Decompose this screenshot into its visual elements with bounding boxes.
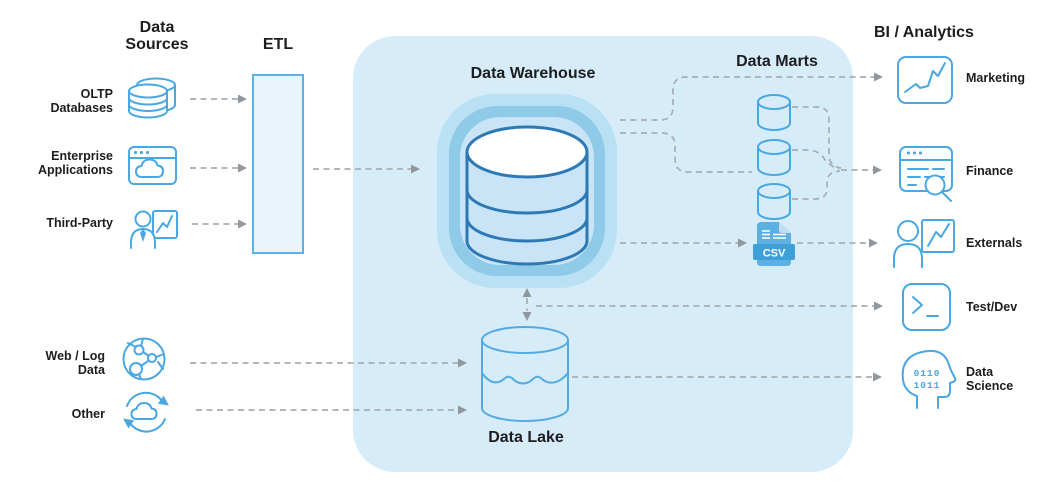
csv-file-icon: CSV xyxy=(753,222,795,266)
arrowhead-icon xyxy=(874,72,883,82)
data-marts-shapes xyxy=(757,94,791,220)
arrowhead-icon xyxy=(738,238,747,248)
mart-cylinder-1 xyxy=(757,94,791,131)
data-lake-shape xyxy=(481,326,569,422)
csv-file-lines xyxy=(762,230,786,239)
lake-cylinder-body xyxy=(481,340,569,422)
mart-cylinder-2 xyxy=(757,139,791,176)
bi-analytics-header: BI / Analytics xyxy=(874,24,974,41)
data-warehouse-title: Data Warehouse xyxy=(470,65,596,82)
arrowhead-icon xyxy=(458,358,467,368)
source-label-oltp: OLTP Databases xyxy=(50,87,113,115)
connector-warehouse-marketing xyxy=(620,76,874,121)
report-search-icon xyxy=(899,146,953,202)
warehouse-cylinder-outline xyxy=(465,152,589,266)
source-label-enterprise: Enterprise Applications xyxy=(37,149,113,177)
binary-row-2: 1011 xyxy=(914,380,941,391)
etl-box xyxy=(252,74,304,254)
cloud-sync-icon xyxy=(123,391,169,433)
warehouse-cylinder-band xyxy=(465,217,589,243)
data-sources-header: Data Sources xyxy=(125,19,189,53)
csv-file-fold xyxy=(779,222,791,233)
data-marts-title: Data Marts xyxy=(736,53,818,70)
connector-mart2-out xyxy=(792,149,840,170)
source-label-thirdparty: Third-Party xyxy=(46,216,113,230)
csv-banner-label: CSV xyxy=(763,248,786,260)
etl-header: ETL xyxy=(262,36,294,53)
csv-banner xyxy=(753,244,795,260)
arrowhead-icon xyxy=(873,165,882,175)
arrowheads xyxy=(238,72,883,415)
source-icons xyxy=(122,77,178,433)
data-lake-title: Data Lake xyxy=(488,429,564,446)
terminal-icon xyxy=(902,283,951,331)
consumer-icons: 0110 1011 xyxy=(893,56,957,409)
consumer-label-finance: Finance xyxy=(966,164,1014,178)
binary-row-1: 0110 xyxy=(914,368,941,379)
arrowhead-icon xyxy=(238,94,247,104)
arrowhead-up-icon xyxy=(522,288,532,297)
database-stack-icon xyxy=(128,77,176,119)
connector-warehouse-marts xyxy=(620,132,752,173)
consumer-label-datascience: Data Science xyxy=(966,365,1014,393)
person-chart-icon xyxy=(130,210,178,249)
cloud-app-window-icon xyxy=(128,146,177,185)
consumer-label-marketing: Marketing xyxy=(966,71,1026,85)
lake-wave xyxy=(481,372,569,385)
warehouse-cylinder-body xyxy=(467,152,587,264)
arrowhead-icon xyxy=(411,164,420,174)
arrowhead-down-icon xyxy=(522,312,532,321)
arrowhead-icon xyxy=(238,163,247,173)
line-chart-icon xyxy=(897,56,953,104)
warehouse-cylinder-band xyxy=(465,189,589,215)
arrowhead-icon xyxy=(458,405,467,415)
person-chart-icon xyxy=(893,219,955,268)
mart-cylinder-3 xyxy=(757,183,791,220)
head-binary-icon: 0110 1011 xyxy=(901,349,957,409)
arrowhead-icon xyxy=(238,219,247,229)
arrowhead-icon xyxy=(873,372,882,382)
source-label-other: Other xyxy=(71,407,105,421)
consumer-label-externals: Externals xyxy=(966,236,1023,250)
warehouse-cylinder-top xyxy=(465,125,589,179)
arrowhead-icon xyxy=(874,301,883,311)
connectors xyxy=(190,76,874,411)
connector-mart1-out xyxy=(792,106,842,169)
consumer-label-testdev: Test/Dev xyxy=(966,300,1018,314)
globe-network-icon xyxy=(122,337,166,381)
arrowhead-icon xyxy=(869,238,878,248)
lake-cylinder-top xyxy=(481,326,569,354)
source-label-weblog: Web / Log Data xyxy=(45,349,106,377)
data-warehouse-shape xyxy=(437,94,617,288)
